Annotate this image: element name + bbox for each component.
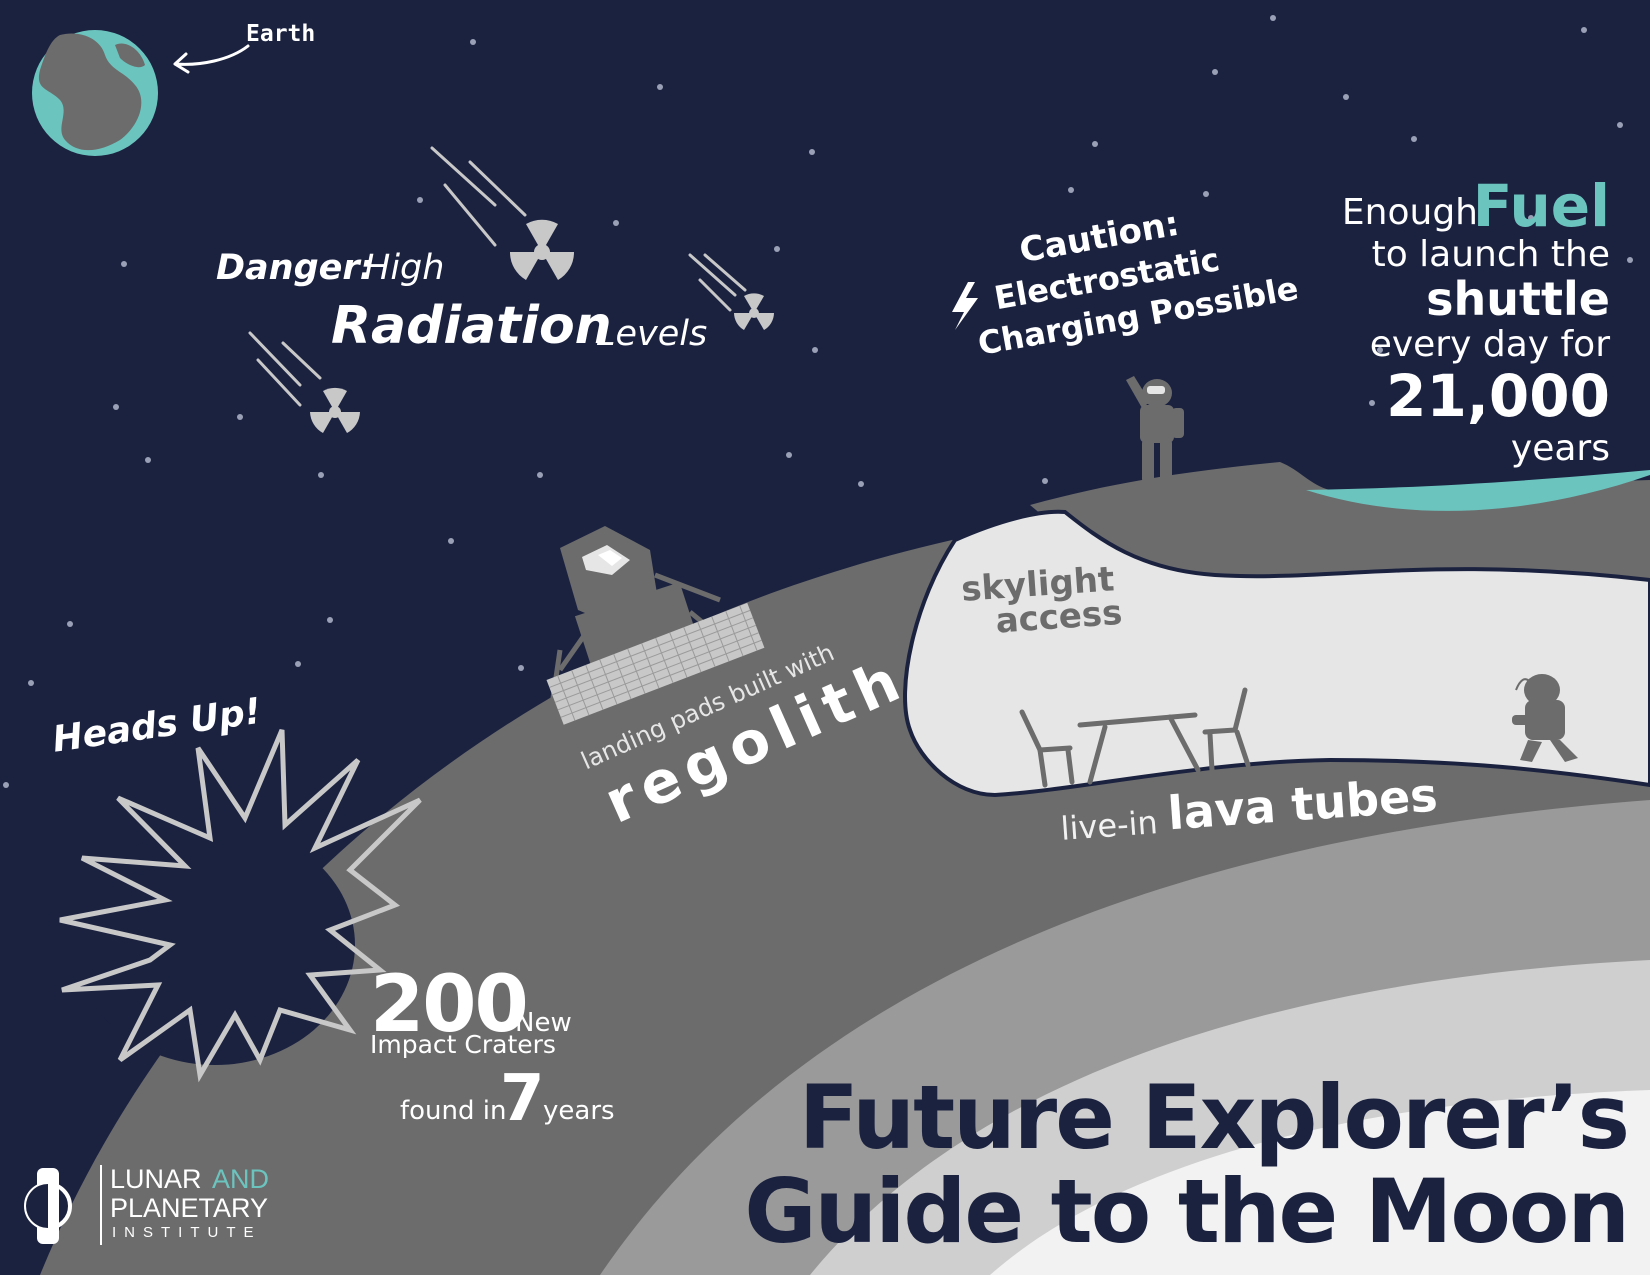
enough-label: Enough — [1341, 192, 1478, 233]
shuttle-label: shuttle — [1426, 272, 1610, 326]
earth-label: Earth — [246, 21, 316, 47]
radiation-label: Radiation — [331, 296, 612, 356]
page-title-line2: Guide to the Moon — [744, 1160, 1630, 1263]
moon-core — [990, 1090, 1650, 1275]
found-in-label: found in — [400, 1096, 507, 1126]
logo-institute: INSTITUTE — [112, 1224, 262, 1241]
high-label: High — [364, 248, 445, 288]
logo-planetary: PLANETARY — [110, 1193, 269, 1223]
every-day-label: every day for — [1369, 324, 1610, 365]
radiation-streaks — [248, 146, 747, 407]
craters-count: 200 — [370, 960, 529, 1050]
impact-craters-label: Impact Craters — [370, 1030, 556, 1059]
table-and-chairs — [1019, 687, 1251, 788]
page-title-line1: Future Explorer’s — [798, 1066, 1630, 1169]
impact-crater — [75, 825, 355, 1065]
logo-and: AND — [212, 1164, 270, 1194]
fuel-years-number: 21,000 — [1386, 362, 1610, 430]
logo-lunar: LUNAR — [110, 1164, 202, 1194]
live-in-label: live-in — [1059, 803, 1159, 848]
lightning-icon — [952, 282, 978, 330]
astronaut-relaxing — [1512, 674, 1578, 762]
fuel-label: Fuel — [1472, 172, 1610, 240]
craters-years-label: years — [543, 1096, 615, 1126]
lunar-lander — [546, 526, 765, 725]
new-label: New — [515, 1008, 572, 1038]
lpi-logo-icon — [24, 1165, 102, 1245]
years-count: 7 — [500, 1062, 545, 1136]
fuel-years-label: years — [1510, 428, 1610, 469]
danger-label: Danger: — [216, 248, 374, 288]
levels-label: Levels — [596, 314, 708, 354]
impact-burst — [59, 729, 422, 1083]
radiation-icon — [509, 219, 575, 280]
earth-illustration — [32, 30, 158, 156]
stars — [3, 15, 1633, 788]
earth-arrow — [173, 44, 250, 74]
radiation-icon — [310, 387, 360, 433]
astronaut-waving — [1126, 376, 1184, 482]
radiation-icon — [734, 293, 774, 330]
polar-ice — [1306, 470, 1650, 511]
to-launch-label: to launch the — [1371, 234, 1610, 275]
